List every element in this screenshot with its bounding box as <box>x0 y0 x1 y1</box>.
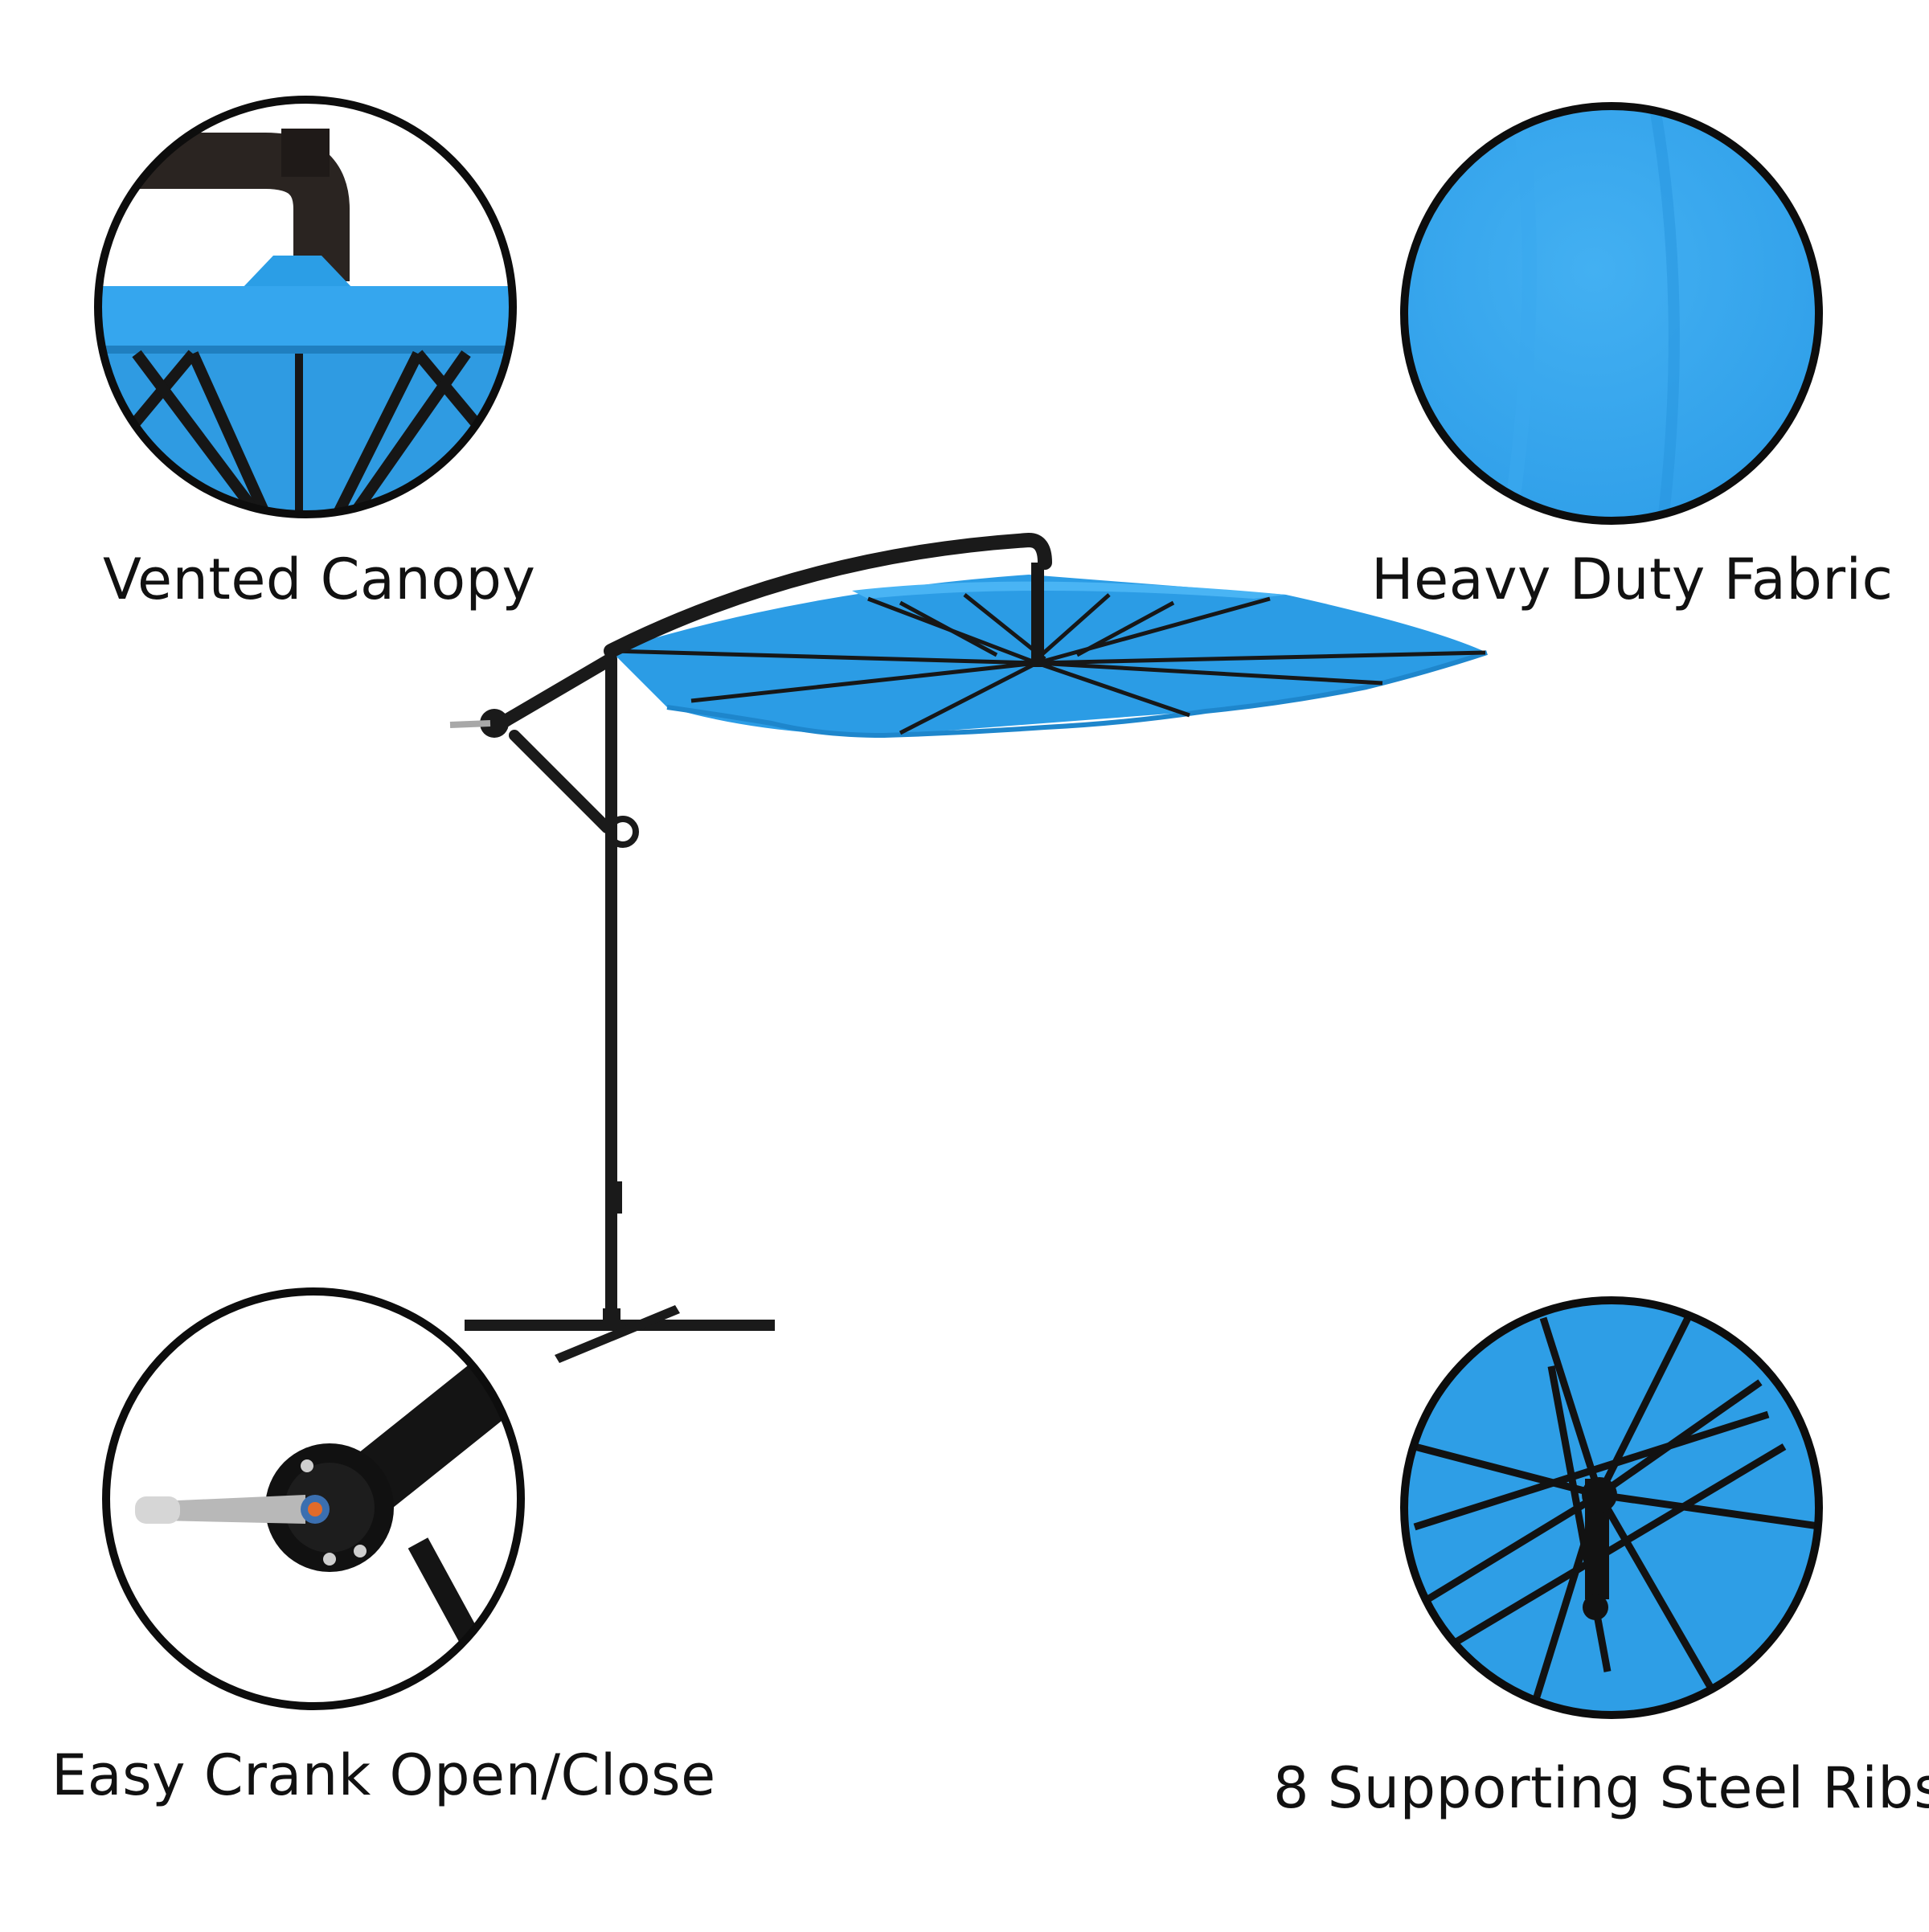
umbrella-pole <box>605 659 617 1318</box>
vented-canopy-ring <box>94 96 517 518</box>
ribs-ring <box>1400 1296 1823 1719</box>
heavy-duty-fabric-detail <box>1400 102 1823 525</box>
crank-knob-icon <box>480 709 509 738</box>
cantilever-arm <box>604 532 1052 658</box>
canopy <box>611 575 1487 735</box>
cross-base <box>465 1305 775 1363</box>
umbrella-illustration <box>449 532 1488 1363</box>
easy-crank-caption: Easy Crank Open/Close <box>51 1742 716 1808</box>
fabric-ring <box>1400 102 1823 525</box>
steel-ribs-detail <box>1400 1296 1823 1719</box>
steel-ribs-caption: 8 Supporting Steel Ribs <box>1273 1755 1929 1821</box>
heavy-duty-fabric-caption: Heavy Duty Fabric <box>1371 546 1894 612</box>
easy-crank-detail <box>102 1287 525 1710</box>
vented-canopy-caption: Vented Canopy <box>103 546 536 612</box>
crank-ring <box>102 1287 525 1710</box>
vented-canopy-detail <box>94 96 517 518</box>
